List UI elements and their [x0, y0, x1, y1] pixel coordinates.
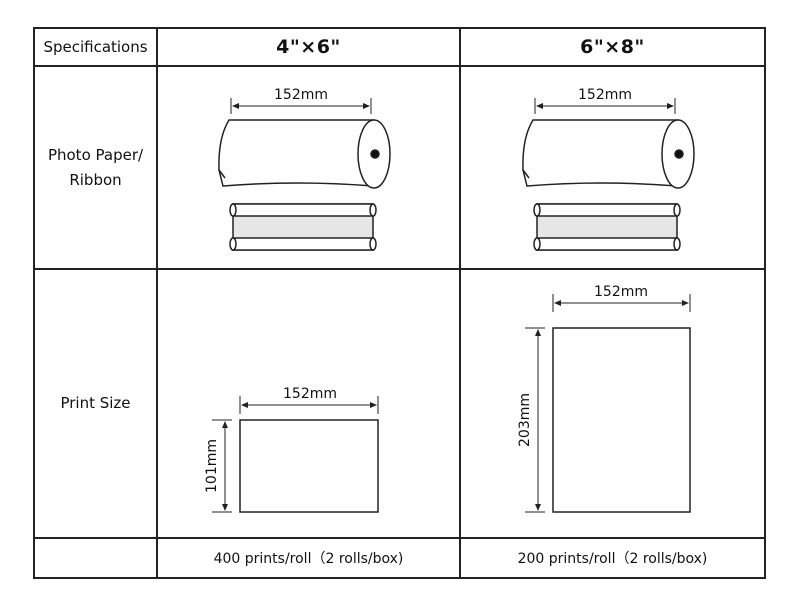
roll-width-label: 152mm [578, 87, 632, 103]
photo-paper-label: Photo Paper/ Ribbon [33, 65, 158, 270]
dimension-width: 152mm [552, 284, 691, 312]
roll-width-label: 152mm [274, 87, 328, 103]
specifications-table: Specifications 4"×6" 6"×8" Photo Paper/ … [33, 27, 766, 579]
ribbon-icon [532, 202, 681, 251]
ribbon-icon [228, 202, 377, 251]
dimension-width: 152mm [239, 386, 379, 414]
print-height-label: 101mm [204, 439, 220, 493]
print-size-cell-4x6: 152mm 101mm [156, 268, 461, 539]
prints-per-roll-4x6: 400 prints/roll（2 rolls/box) [156, 537, 461, 579]
photo-paper-label-line2: Ribbon [69, 170, 122, 189]
photo-paper-cell-6x8: 152mm [459, 65, 766, 270]
print-width-label: 152mm [594, 284, 648, 300]
paper-roll-figure-6x8: 152mm [521, 87, 695, 251]
header-row: Specifications 4"×6" 6"×8" [33, 27, 766, 67]
paper-roll-icon [217, 118, 391, 189]
prints-per-roll-6x8: 200 prints/roll（2 rolls/box) [459, 537, 766, 579]
paper-roll-figure-4x6: 152mm [217, 87, 391, 251]
header-specifications: Specifications [33, 27, 158, 67]
print-height-label: 203mm [517, 393, 533, 447]
print-size-row: Print Size 152mm 101mm [33, 268, 766, 539]
photo-paper-cell-4x6: 152mm [156, 65, 461, 270]
print-sheet-4x6 [239, 419, 379, 513]
print-width-label: 152mm [283, 386, 337, 402]
photo-paper-label-line1: Photo Paper/ [47, 145, 144, 164]
print-size-figure-6x8: 152mm 203mm [517, 284, 691, 513]
print-size-figure-4x6: 152mm 101mm [204, 386, 379, 513]
print-sheet-6x8 [552, 327, 691, 513]
count-label-empty [33, 537, 158, 579]
header-size-6x8: 6"×8" [459, 27, 766, 67]
header-size-4x6: 4"×6" [156, 27, 461, 67]
print-size-label: Print Size [33, 268, 158, 539]
prints-per-roll-row: 400 prints/roll（2 rolls/box) 200 prints/… [33, 537, 766, 579]
photo-paper-row: Photo Paper/ Ribbon 152mm [33, 65, 766, 270]
dimension-height: 203mm [517, 327, 545, 513]
dimension-152mm: 152mm [230, 87, 371, 114]
paper-roll-icon [521, 118, 695, 189]
dimension-152mm: 152mm [534, 87, 675, 114]
print-size-cell-6x8: 152mm 203mm [459, 268, 766, 539]
dimension-height: 101mm [204, 419, 232, 513]
